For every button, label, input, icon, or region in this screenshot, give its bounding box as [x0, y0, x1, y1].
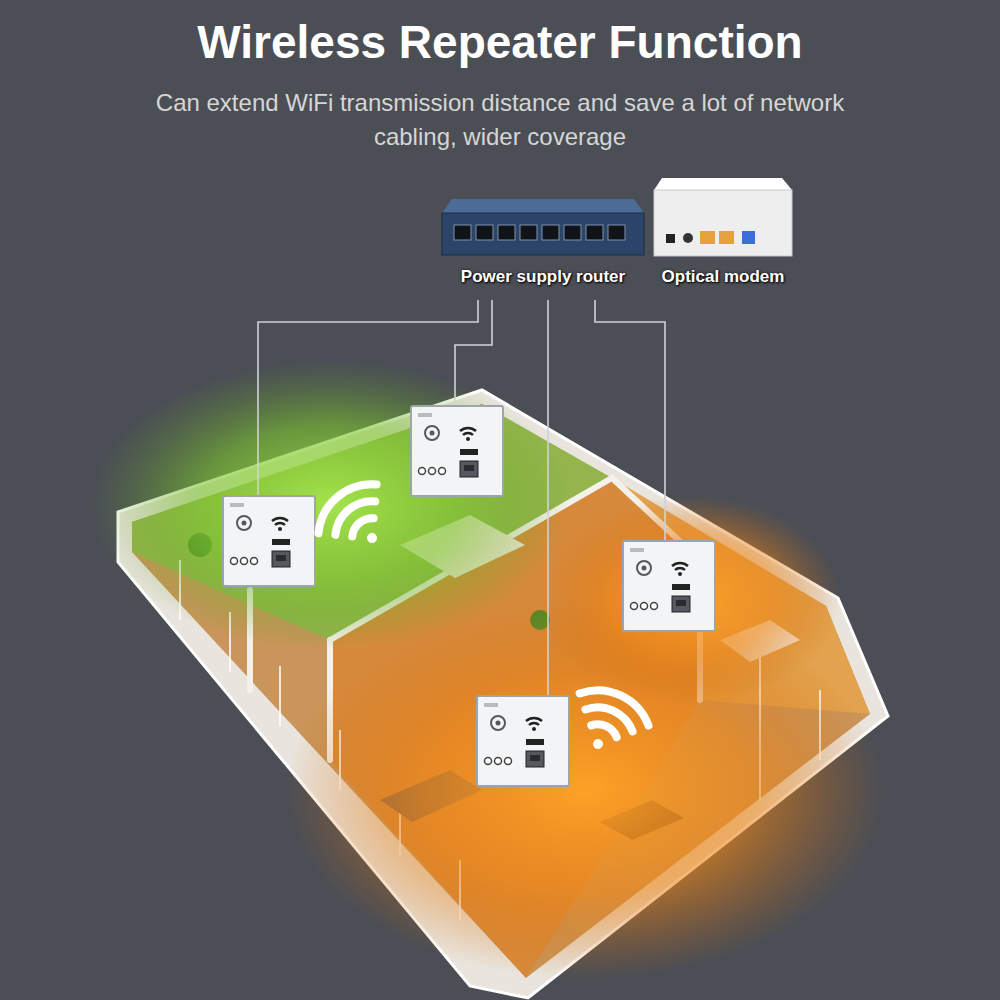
modem-device [654, 178, 792, 256]
wifi-symbol [561, 679, 655, 764]
wall-panel [623, 541, 715, 631]
modem-top [654, 178, 792, 190]
device-label: Optical modem [662, 267, 785, 287]
subtitle: Can extend WiFi transmission distance an… [140, 86, 860, 154]
router-front [442, 213, 644, 255]
modem-port [666, 234, 675, 243]
modem-front [654, 190, 792, 256]
wall-panel [411, 406, 503, 496]
modem-port [700, 231, 715, 244]
title: Wireless Repeater Function [0, 16, 1000, 69]
modem-node: Optical modem [653, 177, 793, 291]
router-node: Power supply router [441, 197, 645, 291]
wall-panel [223, 496, 315, 586]
wall-panel [477, 696, 569, 786]
modem-port [683, 233, 693, 243]
router-ports [454, 225, 625, 240]
modem-port [719, 231, 734, 244]
coverage-glow [540, 495, 840, 705]
wifi-symbol [308, 472, 404, 566]
router-top [442, 199, 644, 213]
device-label: Power supply router [461, 267, 625, 287]
router-device [442, 199, 644, 255]
coverage-glow [90, 360, 570, 650]
modem-port [742, 231, 755, 244]
network-cables [258, 300, 665, 695]
